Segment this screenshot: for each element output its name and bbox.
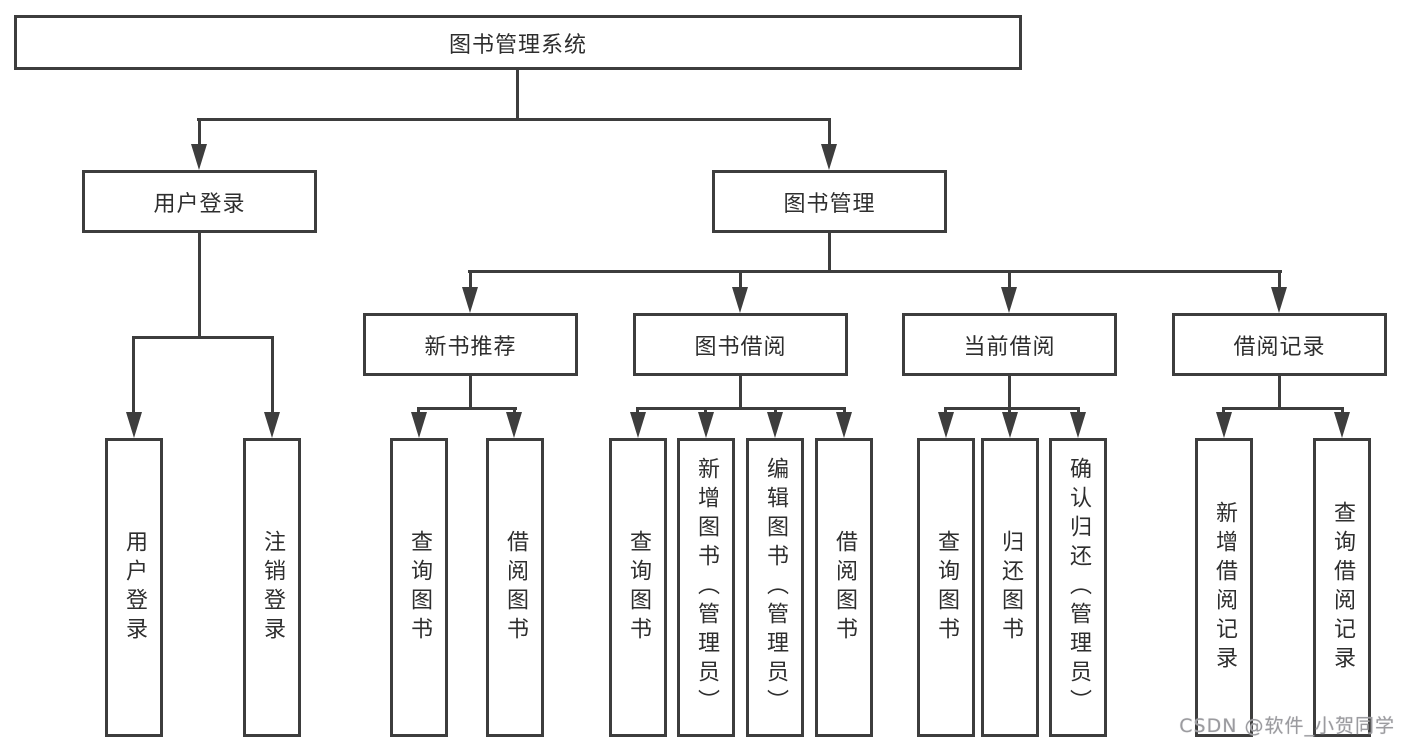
leaf-add-books-admin: 新增图书（管理员） [677,438,735,737]
connector-line [468,270,1282,273]
arrow-down-icon [1334,412,1350,438]
arrow-down-icon [821,144,837,170]
leaf-logout: 注销登录 [243,438,301,737]
arrow-down-icon [1216,412,1232,438]
arrow-down-icon [1001,287,1017,313]
arrow-down-icon [506,412,522,438]
connector-line [1278,376,1281,410]
leaf-label: 查询图书 [934,529,959,646]
node-user-login: 用户登录 [82,170,317,233]
arrow-down-icon [630,412,646,438]
leaf-label: 查询图书 [407,529,432,646]
leaf-label: 借阅图书 [503,529,528,646]
connector-line [132,336,135,418]
leaf-label: 用户登录 [122,529,147,646]
leaf-label: 确认归还（管理员） [1066,457,1091,718]
connector-line [1222,407,1344,410]
csdn-watermark: CSDN @软件_小贺同学 [1179,715,1395,737]
connector-line [636,407,846,410]
arrow-down-icon [767,412,783,438]
connector-line [828,233,831,272]
leaf-return-books: 归还图书 [981,438,1039,737]
leaf-label: 借阅图书 [832,529,857,646]
leaf-query-books-current: 查询图书 [917,438,975,737]
node-label: 新书推荐 [424,334,517,360]
arrow-down-icon [938,412,954,438]
leaf-label: 新增图书（管理员） [694,457,719,718]
leaf-label: 归还图书 [998,529,1023,646]
connector-line [1008,376,1011,410]
arrow-down-icon [1002,412,1018,438]
leaf-user-login: 用户登录 [105,438,163,737]
leaf-confirm-return-admin: 确认归还（管理员） [1049,438,1107,737]
arrow-down-icon [191,144,207,170]
leaf-add-borrow-record: 新增借阅记录 [1195,438,1253,737]
arrow-down-icon [732,287,748,313]
node-current-borrow: 当前借阅 [902,313,1117,376]
arrow-down-icon [126,412,142,438]
leaf-label: 查询借阅记录 [1330,500,1355,675]
connector-line [516,70,519,118]
connector-line [271,336,274,418]
connector-line [1278,270,1281,292]
leaf-label: 新增借阅记录 [1212,500,1237,675]
leaf-label: 查询图书 [626,529,651,646]
connector-line [198,233,201,339]
connector-line [197,118,831,121]
arrow-down-icon [836,412,852,438]
connector-line [828,118,831,148]
arrow-down-icon [462,287,478,313]
leaf-label: 注销登录 [260,529,285,646]
node-label: 图书管理 [783,191,876,217]
arrow-down-icon [264,412,280,438]
connector-line [739,270,742,292]
node-root-system: 图书管理系统 [14,15,1022,70]
node-new-book-recommend: 新书推荐 [363,313,578,376]
arrow-down-icon [1070,412,1086,438]
node-label: 借阅记录 [1233,334,1326,360]
leaf-query-books-borrow: 查询图书 [609,438,667,737]
node-label: 图书管理系统 [448,32,587,58]
connector-line [469,376,472,410]
node-label: 当前借阅 [963,334,1056,360]
connector-line [132,336,274,339]
connector-line [944,407,1080,410]
leaf-query-borrow-record: 查询借阅记录 [1313,438,1371,737]
leaf-borrow-books-recommend: 借阅图书 [486,438,544,737]
leaf-label: 编辑图书（管理员） [763,457,788,718]
connector-line [417,407,517,410]
leaf-edit-books-admin: 编辑图书（管理员） [746,438,804,737]
leaf-borrow-books: 借阅图书 [815,438,873,737]
connector-line [739,376,742,410]
leaf-query-books-recommend: 查询图书 [390,438,448,737]
node-label: 用户登录 [153,191,246,217]
arrow-down-icon [411,412,427,438]
connector-line [1008,270,1011,292]
connector-line [469,270,472,292]
node-borrow-records: 借阅记录 [1172,313,1387,376]
arrow-down-icon [698,412,714,438]
node-label: 图书借阅 [694,334,787,360]
node-book-borrow: 图书借阅 [633,313,848,376]
arrow-down-icon [1271,287,1287,313]
connector-line [198,118,201,148]
node-book-management: 图书管理 [712,170,947,233]
